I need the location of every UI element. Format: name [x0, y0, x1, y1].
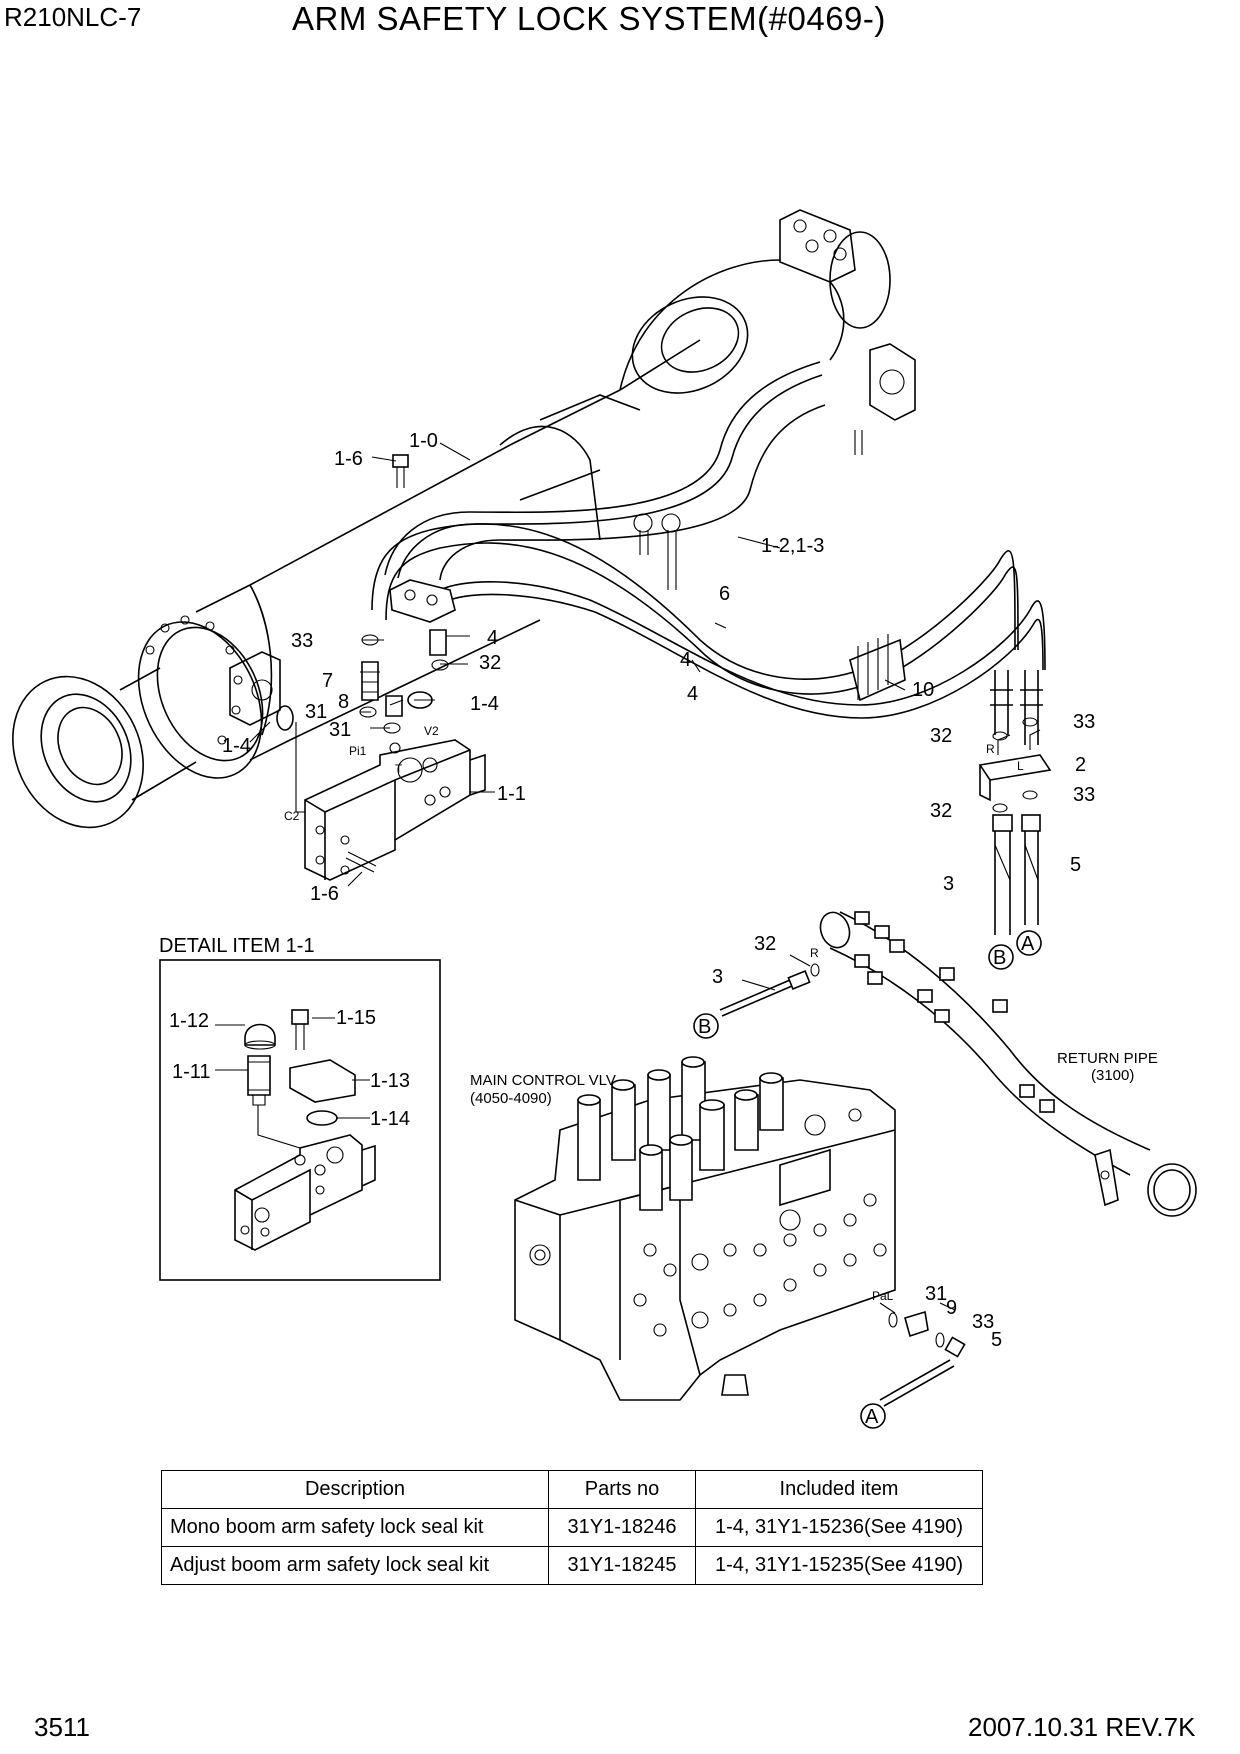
- callout-33-d: 33: [972, 1311, 994, 1333]
- header-description: Description: [161, 1470, 549, 1509]
- row-parts-no: 31Y1-18246: [548, 1508, 696, 1547]
- callout-9: 9: [946, 1297, 957, 1319]
- row-parts-no: 31Y1-18245: [548, 1546, 696, 1585]
- port-label-pal: PaL: [872, 1289, 894, 1303]
- port-label-l-top: L: [1017, 759, 1024, 773]
- callout-33-b: 33: [1073, 711, 1095, 733]
- callout-1-13: 1-13: [370, 1070, 410, 1092]
- detail-title: DETAIL ITEM 1-1: [159, 935, 315, 957]
- callout-1-11: 1-11: [172, 1061, 211, 1083]
- callout-1-4-a: 1-4: [470, 693, 499, 715]
- callout-31-b: 31: [329, 719, 351, 741]
- page-number: 3511: [34, 1712, 90, 1742]
- main-control-valve: [514, 1056, 966, 1407]
- callout-1-6-top: 1-6: [334, 448, 363, 470]
- connector-a-top-label: A: [1021, 933, 1035, 955]
- connector-a-top: [1016, 930, 1042, 956]
- callout-3-b: 3: [712, 966, 723, 988]
- revision-date: 2007.10.31 REV.7K: [968, 1712, 1196, 1742]
- callout-1-6-bot: 1-6: [310, 883, 339, 905]
- page-title: ARM SAFETY LOCK SYSTEM(#0469-): [292, 0, 886, 37]
- callout-labels: 1-0 1-6 1-2,1-3 6 33 4 32 7 8 1-4 31 31 …: [169, 430, 1158, 1351]
- detail-box-frame: [159, 959, 441, 1281]
- callout-31-c: 31: [925, 1283, 947, 1305]
- port-label-t: T: [395, 762, 403, 776]
- connector-a-bottom-label: A: [865, 1406, 879, 1428]
- callout-5-b: 5: [991, 1329, 1002, 1351]
- callout-1-2-1-3: 1-2,1-3: [761, 535, 824, 557]
- return-pipe: [719, 911, 1197, 1217]
- parts-table: Description Parts no Included item Mono …: [161, 1470, 983, 1585]
- safety-lock-valve: [249, 442, 906, 887]
- connector-b-left: [693, 1013, 719, 1039]
- callout-6: 6: [719, 583, 730, 605]
- table-row: Adjust boom arm safety lock seal kit 31Y…: [161, 1546, 983, 1585]
- callout-1-0: 1-0: [409, 430, 438, 452]
- callout-32-b: 32: [930, 725, 952, 747]
- port-label-v2: V2: [424, 724, 439, 738]
- connector-a-bottom: [860, 1403, 886, 1429]
- callout-33-left: 33: [291, 630, 313, 652]
- callout-7: 7: [322, 670, 333, 692]
- connector-markers: B A B A: [693, 930, 1042, 1429]
- callout-31-a: 31: [305, 701, 327, 723]
- callout-32-c: 32: [930, 800, 952, 822]
- callout-1-15: 1-15: [336, 1007, 376, 1029]
- port-label-pi1: Pi1: [349, 744, 367, 758]
- row-description: Adjust boom arm safety lock seal kit: [161, 1546, 549, 1585]
- table-row: Mono boom arm safety lock seal kit 31Y1-…: [161, 1508, 983, 1547]
- callout-4-a: 4: [487, 627, 498, 649]
- port-label-r-return: R: [810, 946, 819, 960]
- callout-8: 8: [338, 691, 349, 713]
- row-description: Mono boom arm safety lock seal kit: [161, 1508, 549, 1547]
- arm-cylinder: [12, 209, 916, 829]
- port-label-r-top: R: [986, 742, 995, 756]
- model-number: R210NLC-7: [4, 2, 142, 32]
- connector-b-left-label: B: [698, 1016, 711, 1038]
- return-pipe-ref: (3100): [1091, 1067, 1134, 1084]
- row-included-item: 1-4, 31Y1-15236(See 4190): [695, 1508, 983, 1547]
- callout-4-b: 4: [680, 649, 691, 671]
- detail-item-1-1-drawing: [215, 1009, 376, 1251]
- main-control-valve-label: MAIN CONTROL VLV: [470, 1072, 616, 1089]
- callout-3-a: 3: [943, 873, 954, 895]
- header-included-item: Included item: [695, 1470, 983, 1509]
- callout-2: 2: [1075, 754, 1086, 776]
- callout-32-d: 32: [754, 933, 776, 955]
- connector-b-top-label: B: [993, 947, 1006, 969]
- callout-1-12: 1-12: [169, 1010, 209, 1032]
- callout-33-c: 33: [1073, 784, 1095, 806]
- callout-1-1: 1-1: [497, 783, 526, 805]
- pipes-and-hoses: [371, 361, 1052, 935]
- callout-5-a: 5: [1070, 854, 1081, 876]
- return-pipe-label: RETURN PIPE: [1057, 1050, 1158, 1067]
- callout-1-14: 1-14: [370, 1108, 410, 1130]
- port-label-c2: C2: [284, 809, 300, 823]
- callout-10: 10: [912, 679, 934, 701]
- callout-32-a: 32: [479, 652, 501, 674]
- row-included-item: 1-4, 31Y1-15235(See 4190): [695, 1546, 983, 1585]
- callout-1-4-b: 1-4: [222, 735, 251, 757]
- main-control-valve-ref: (4050-4090): [470, 1090, 552, 1107]
- header-parts-no: Parts no: [548, 1470, 696, 1509]
- parts-table-header-row: Description Parts no Included item: [161, 1470, 983, 1509]
- callout-4-c: 4: [687, 683, 698, 705]
- connector-b-top: [988, 944, 1014, 970]
